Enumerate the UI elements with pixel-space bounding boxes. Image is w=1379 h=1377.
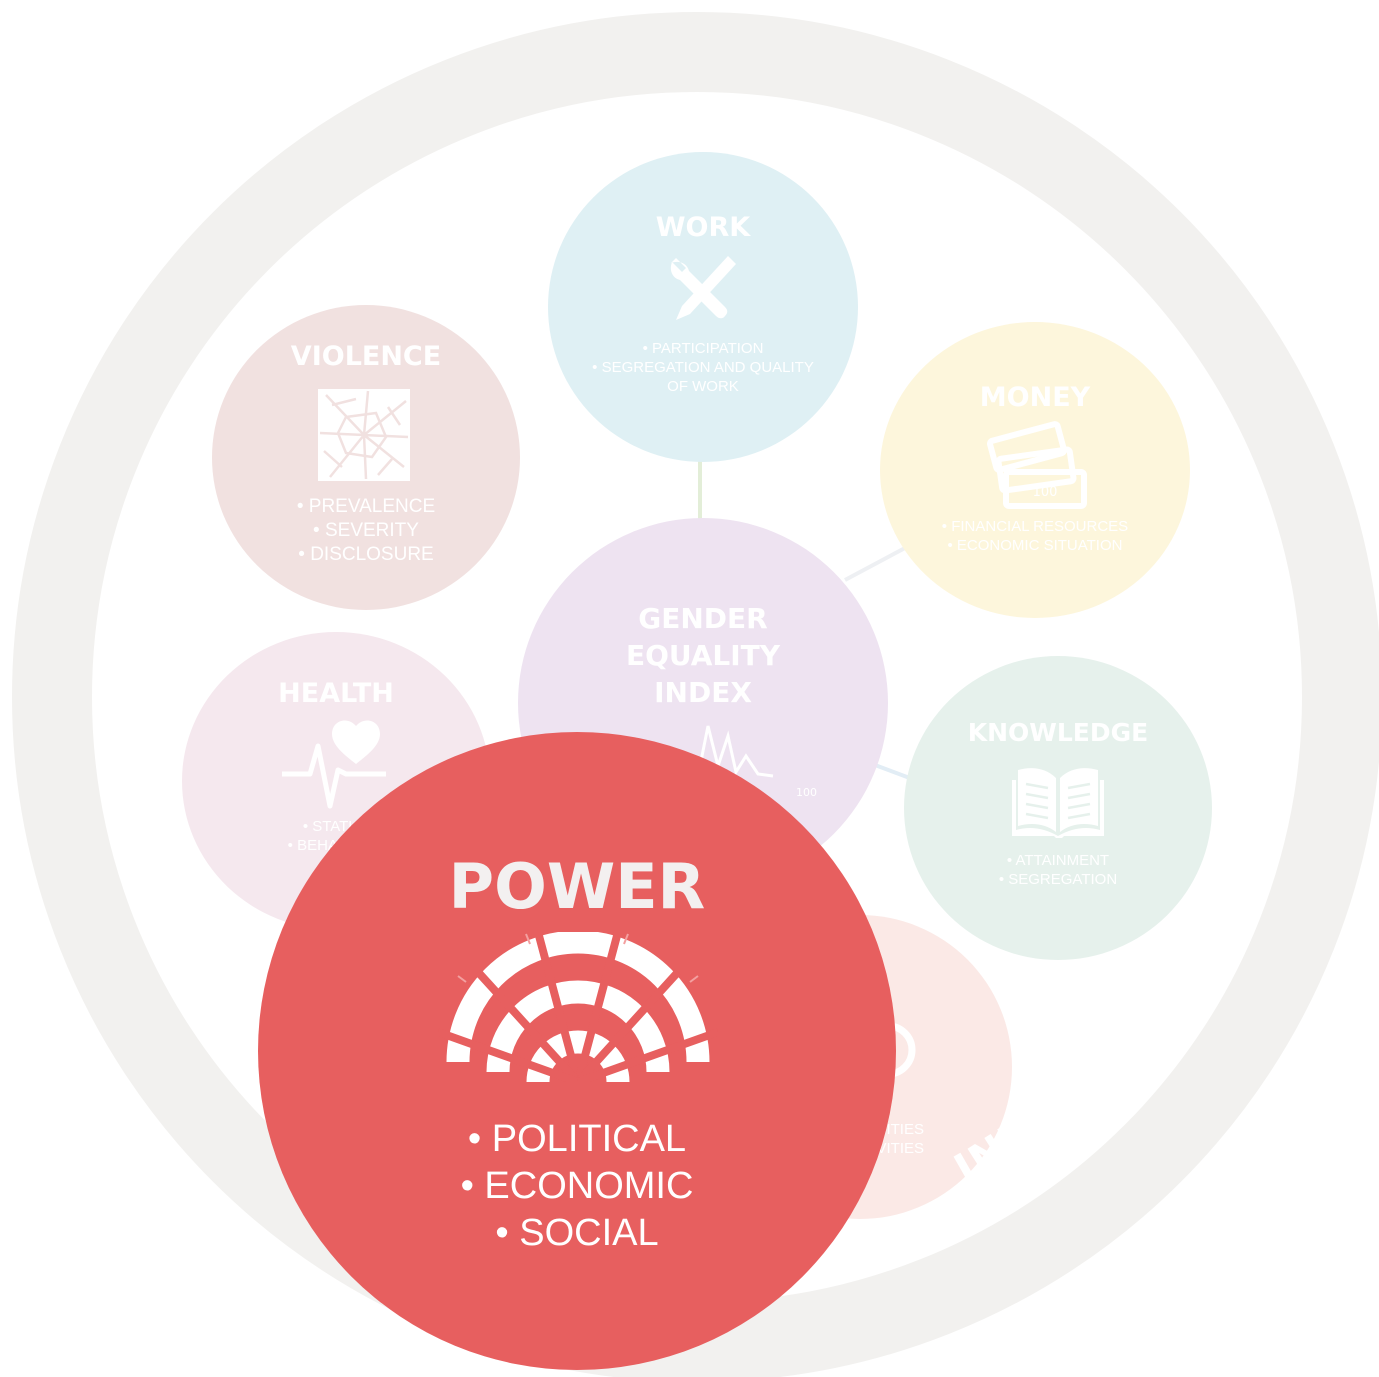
- domain-items: • ATTAINMENT • SEGREGATION: [998, 852, 1118, 888]
- power-items: • POLITICAL • ECONOMIC • SOCIAL: [460, 1118, 694, 1254]
- domain-title: MONEY: [979, 382, 1091, 413]
- power-title: POWER: [448, 850, 706, 923]
- shattered-glass-icon: [318, 389, 410, 481]
- domain-knowledge: KNOWLEDGE • ATTAINMENT • SEGREGATION: [904, 656, 1212, 960]
- domain-violence: VIOLENCE • PREVALENCE • SEVERITY • DISCL…: [212, 305, 520, 610]
- svg-text:INEQUALITIES: INEQUALITIES: [946, 916, 1210, 1193]
- domain-money: MONEY 100 • FINANCIAL RESOURCES • ECONOM…: [880, 322, 1190, 618]
- domain-title: KNOWLEDGE: [967, 718, 1149, 747]
- index-scale-label: 100: [796, 786, 817, 799]
- domain-work: WORK • PARTICIPATION • SEGREGATION AND Q…: [548, 152, 858, 462]
- domain-items: • PARTICIPATION • SEGREGATION AND QUALIT…: [592, 340, 814, 395]
- index-title: GENDER EQUALITY INDEX: [625, 602, 781, 709]
- tools-icon: [670, 256, 736, 320]
- domain-items: • FINANCIAL RESOURCES • ECONOMIC SITUATI…: [941, 518, 1129, 554]
- line-chart-icon: 100: [696, 725, 817, 799]
- open-book-icon: [1012, 768, 1104, 838]
- heartbeat-icon: [282, 720, 386, 809]
- banknote-label: 100: [1033, 485, 1058, 500]
- parliament-icon: [438, 932, 718, 1112]
- domain-power: POWER • POLIT: [258, 732, 896, 1370]
- domain-items: • PREVALENCE • SEVERITY • DISCLOSURE: [296, 496, 436, 565]
- banknotes-icon: 100: [986, 421, 1087, 509]
- domain-title: WORK: [655, 212, 751, 243]
- domain-title: HEALTH: [278, 678, 394, 709]
- domain-title: VIOLENCE: [290, 341, 442, 372]
